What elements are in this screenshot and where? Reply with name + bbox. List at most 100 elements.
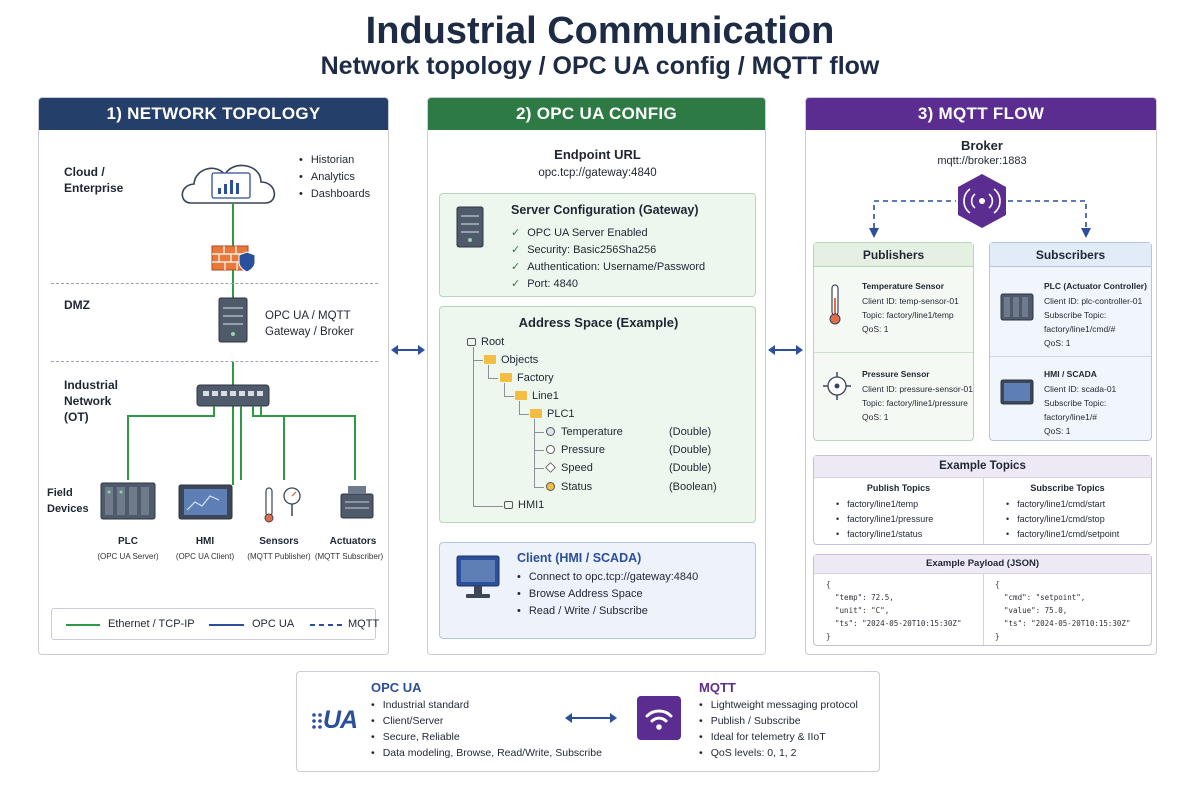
tree-factory: Factory — [500, 372, 554, 384]
subscriber-detail: Client ID: plc-controller-01 — [1044, 296, 1143, 306]
client-box: Client (HMI / SCADA) Connect to opc.tcp:… — [439, 542, 756, 639]
subscriber-detail: Client ID: scada-01 — [1044, 384, 1117, 394]
publisher-detail: Client ID: temp-sensor-01 — [862, 296, 959, 306]
opcua-config-panel: 2) OPC UA CONFIG Endpoint URL opc.tcp://… — [427, 97, 766, 655]
client-item: Read / Write / Subscribe — [517, 605, 648, 617]
opcua-summary-item: Industrial standard — [371, 699, 469, 711]
example-topics-box: Example Topics Publish Topics factory/li… — [813, 455, 1152, 545]
mqtt-summary-item: QoS levels: 0, 1, 2 — [699, 747, 797, 759]
broker-diagram — [869, 174, 1091, 238]
subscribers-box: Subscribers PLC (Actuator Controller) Cl… — [989, 242, 1152, 441]
variable-icon — [545, 462, 556, 473]
broker-icon — [958, 174, 1006, 228]
folder-icon — [515, 391, 527, 400]
zone-divider — [51, 361, 378, 362]
subscriber-title: PLC (Actuator Controller) — [1044, 281, 1147, 291]
variable-icon — [546, 482, 555, 491]
publisher-detail: Client ID: pressure-sensor-01 — [862, 384, 974, 394]
bidirectional-arrow-icon — [391, 345, 425, 355]
subscribe-topic: factory/line1/cmd/setpoint — [1006, 529, 1119, 539]
page-title: Industrial Communication — [365, 10, 835, 52]
industrial-network-label: Industrial Network (OT) — [64, 378, 119, 424]
opcua-summary-item: Client/Server — [371, 715, 444, 727]
thermometer-icon — [829, 284, 841, 325]
variable-icon — [546, 445, 555, 454]
bidirectional-arrow-icon — [768, 345, 803, 355]
publish-topic: factory/line1/temp — [836, 499, 918, 509]
subscriber-detail: QoS: 1 — [1044, 338, 1071, 348]
opcua-summary-item: Data modeling, Browse, Read/Write, Subsc… — [371, 747, 602, 759]
plc-icon — [1000, 293, 1034, 321]
tree-variable-type: (Double) — [669, 444, 712, 456]
cloud-bullet: Historian — [299, 154, 354, 166]
client-item: Browse Address Space — [517, 588, 643, 600]
publisher-detail: Topic: factory/line1/temp — [862, 310, 954, 320]
broker-title: Broker — [961, 138, 1003, 153]
folder-icon — [484, 355, 496, 364]
gateway-server-icon — [218, 297, 248, 343]
network-topology-header: 1) NETWORK TOPOLOGY — [39, 98, 388, 130]
legend-opcua: OPC UA — [252, 618, 295, 630]
plc-icon — [100, 482, 156, 520]
publish-topic: factory/line1/pressure — [836, 514, 933, 524]
subscriber-detail: Subscribe Topic: — [1044, 398, 1107, 408]
publish-topic: factory/line1/status — [836, 529, 922, 539]
variable-icon — [546, 427, 555, 436]
subscriber-detail: factory/line1/# — [1044, 412, 1097, 422]
publisher-detail: QoS: 1 — [862, 412, 889, 422]
tree-variable-pressure: Pressure — [546, 444, 605, 456]
endpoint-title: Endpoint URL — [554, 147, 641, 162]
actuator-icon — [340, 486, 374, 519]
mqtt-flow-header: 3) MQTT FLOW — [806, 98, 1156, 130]
hmi-icon — [1000, 379, 1034, 405]
server-icon — [456, 206, 484, 248]
mqtt-summary-item: Publish / Subscribe — [699, 715, 801, 727]
sensors-label: Sensors — [259, 536, 299, 547]
mqtt-summary-title: MQTT — [699, 680, 736, 695]
subscriber-detail: Subscribe Topic: — [1044, 310, 1107, 320]
subscriber-detail: factory/line1/cmd/# — [1044, 324, 1116, 334]
endpoint-url: opc.tcp://gateway:4840 — [538, 167, 657, 179]
example-payload-title: Example Payload (JSON) — [926, 558, 1039, 569]
wifi-icon — [637, 696, 681, 740]
zone-divider — [51, 283, 378, 284]
address-space-title: Address Space (Example) — [518, 315, 679, 330]
subscribers-title: Subscribers — [990, 243, 1151, 267]
opcua-summary-item: Secure, Reliable — [371, 731, 460, 743]
cloud-enterprise-label: Cloud / Enterprise — [64, 165, 124, 195]
tree-line1: Line1 — [515, 390, 559, 402]
tree-variable-type: (Double) — [669, 426, 712, 438]
opcua-logo-icon: UA — [311, 706, 359, 734]
tree-plc1: PLC1 — [530, 408, 575, 420]
actuators-sublabel: (MQTT Subscriber) — [314, 552, 384, 561]
server-config-item: Authentication: Username/Password — [511, 260, 705, 273]
cloud-icon — [181, 164, 276, 204]
network-topology-panel: 1) NETWORK TOPOLOGY — [38, 97, 389, 655]
opcua-config-header: 2) OPC UA CONFIG — [428, 98, 765, 130]
payload-command-json: { "cmd": "setpoint", "value": 75.0, "ts"… — [995, 580, 1131, 641]
client-item: Connect to opc.tcp://gateway:4840 — [517, 571, 698, 583]
sensor-icon — [264, 487, 301, 523]
server-config-item: OPC UA Server Enabled — [511, 226, 647, 239]
tree-variable-type: (Boolean) — [669, 481, 717, 493]
publishers-box: Publishers Temperature Sensor Client ID:… — [813, 242, 974, 441]
plc-sublabel: (OPC UA Server) — [97, 552, 159, 561]
mqtt-summary-item: Ideal for telemetry & IIoT — [699, 731, 826, 743]
tree-hmi1: HMI1 — [504, 499, 544, 511]
subscriber-detail: QoS: 1 — [1044, 426, 1071, 436]
plc-label: PLC — [118, 536, 138, 547]
tree-variable-speed: Speed — [545, 462, 593, 474]
server-config-title: Server Configuration (Gateway) — [511, 203, 699, 217]
cloud-bullet: Dashboards — [299, 188, 370, 200]
firewall-icon — [211, 245, 256, 273]
publisher-detail: Topic: factory/line1/pressure — [862, 398, 968, 408]
field-devices-label: Field Devices — [47, 487, 89, 515]
legend-mqtt: MQTT — [348, 618, 380, 630]
mqtt-flow-panel: 3) MQTT FLOW Broker mqtt://broker:1883 P… — [805, 97, 1157, 655]
publisher-title: Pressure Sensor — [862, 369, 930, 379]
hmi-label: HMI — [195, 536, 215, 547]
server-config-item: Port: 4840 — [511, 277, 578, 290]
tree-objects: Objects — [484, 354, 538, 366]
publisher-detail: QoS: 1 — [862, 324, 889, 334]
cloud-bullet: Analytics — [299, 171, 355, 183]
